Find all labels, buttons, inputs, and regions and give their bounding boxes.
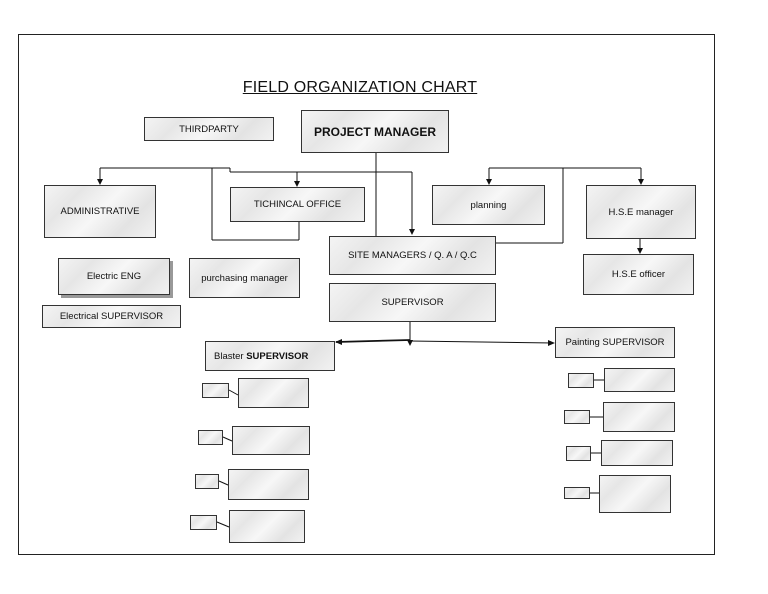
blank-small-box [195, 474, 219, 489]
blaster-supervisor-box: Blaster SUPERVISOR [205, 341, 335, 371]
to-blaster-line [335, 339, 411, 343]
site-managers-box: SITE MANAGERS / Q. A / Q.C [329, 236, 496, 275]
chart-title: FIELD ORGANIZATION CHART [242, 79, 478, 96]
blank-small-box [564, 410, 590, 424]
blank-small-box [190, 515, 217, 530]
blank-small-box [202, 383, 229, 398]
supervisor-box: SUPERVISOR [329, 283, 496, 322]
blank-large-box [229, 510, 305, 543]
project-manager-box: PROJECT MANAGER [301, 110, 449, 153]
blank-large-box [238, 378, 309, 408]
technical-office-box: TICHINCAL OFFICE [230, 187, 365, 222]
blank-large-box [601, 440, 673, 466]
arrowhead [97, 179, 103, 185]
left-link-1 [228, 389, 239, 396]
blank-large-box [228, 469, 309, 500]
arrowhead [409, 229, 415, 235]
painting-supervisor-box: Painting SUPERVISOR [555, 327, 675, 358]
third-party-box: THIRDPARTY [144, 117, 274, 141]
left-link-2 [222, 436, 233, 442]
arrowhead [486, 179, 492, 185]
to-painting-line [409, 340, 554, 344]
arrowhead [407, 340, 413, 346]
left-link-3 [218, 480, 229, 486]
blaster-label: Blaster [214, 350, 244, 362]
hse-manager-box: H.S.E manager [586, 185, 696, 239]
arrowhead [294, 181, 300, 187]
electrical-supervisor-box: Electrical SUPERVISOR [42, 305, 181, 328]
arrowhead [637, 248, 643, 254]
blank-small-box [198, 430, 223, 445]
arrowhead [638, 179, 644, 185]
planning-box: planning [432, 185, 545, 225]
blank-large-box [603, 402, 675, 432]
purchasing-manager-box: purchasing manager [189, 258, 300, 298]
arrowhead [548, 340, 555, 346]
left-link-4 [216, 521, 230, 528]
arrowhead [335, 339, 342, 345]
blank-small-box [564, 487, 590, 499]
blank-large-box [604, 368, 675, 392]
hse-officer-box: H.S.E officer [583, 254, 694, 295]
electric-eng-box: Electric ENG [58, 258, 170, 295]
blank-small-box [566, 446, 591, 461]
blank-small-box [568, 373, 594, 388]
blaster-supervisor-label: SUPERVISOR [246, 350, 309, 362]
blank-large-box [232, 426, 310, 455]
administrative-box: ADMINISTRATIVE [44, 185, 156, 238]
blank-large-box [599, 475, 671, 513]
